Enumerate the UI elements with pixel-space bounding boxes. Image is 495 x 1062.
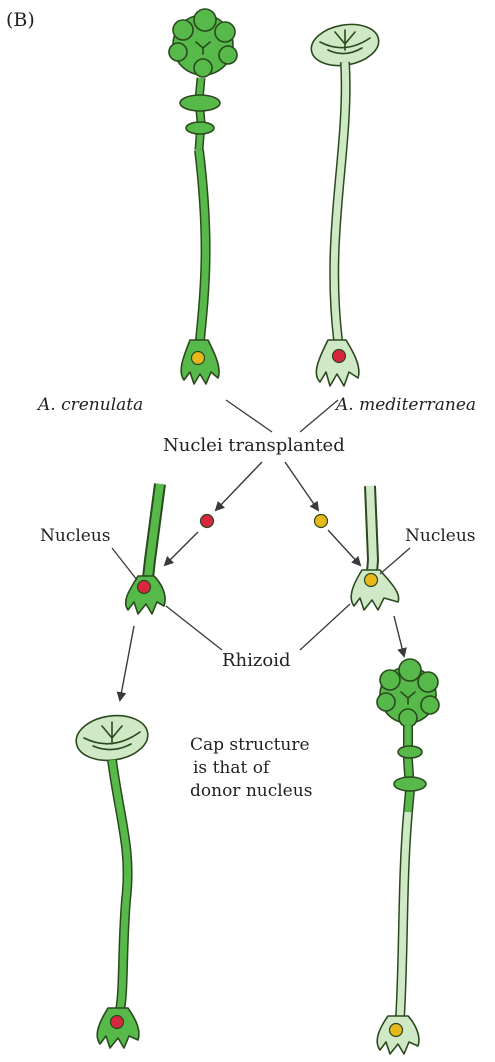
transplant-arrow-right-bottom [328, 530, 360, 565]
transplant-arrow-left-top [216, 462, 262, 510]
nucleus-pointer-right [380, 548, 410, 574]
crenulata-plant-top [169, 9, 237, 384]
transplant-arrow-left-bottom [165, 532, 198, 565]
nucleus-red-bottom [111, 1016, 124, 1029]
rhizoid-leader-right [300, 604, 350, 650]
caption-line-3: donor nucleus [190, 781, 312, 801]
species-label-crenulata: A. crenulata [36, 395, 143, 415]
nucleus-yellow-recipient [365, 574, 378, 587]
nucleus-yellow-top [192, 352, 205, 365]
nucleus-pointer-left [112, 548, 137, 580]
leader-mediterranea [300, 400, 338, 432]
species-label-mediterranea: A. mediterranea [334, 395, 476, 415]
regeneration-arrow-right [394, 616, 404, 656]
leader-crenulata [226, 400, 272, 432]
panel-label: (B) [6, 9, 35, 31]
transplanted-nucleus-red [201, 515, 214, 528]
tufted-cap [169, 9, 237, 77]
transplanted-nucleus-yellow [315, 515, 328, 528]
regenerated-tufted-cap [377, 659, 439, 727]
nucleus-label-left: Nucleus [40, 526, 111, 546]
caption-line-1: Cap structure [190, 735, 310, 755]
rhizoid-label: Rhizoid [222, 650, 291, 671]
crenulata-recipient [126, 484, 165, 614]
crenulata-regenerated [73, 711, 150, 1048]
transplant-label: Nuclei transplanted [163, 435, 345, 456]
transplant-arrow-right-top [285, 462, 318, 510]
nucleus-yellow-bottom [390, 1024, 403, 1037]
mediterranea-plant-top [308, 19, 382, 386]
mediterranea-regenerated [377, 659, 439, 1054]
nucleus-red-recipient [138, 581, 151, 594]
regeneration-arrow-left [120, 626, 134, 700]
rhizoid-leader-left [166, 606, 222, 650]
nucleus-red-top [333, 350, 346, 363]
caption-line-2: is that of [193, 758, 271, 778]
nucleus-label-right: Nucleus [405, 526, 476, 546]
mediterranea-recipient [351, 486, 398, 610]
